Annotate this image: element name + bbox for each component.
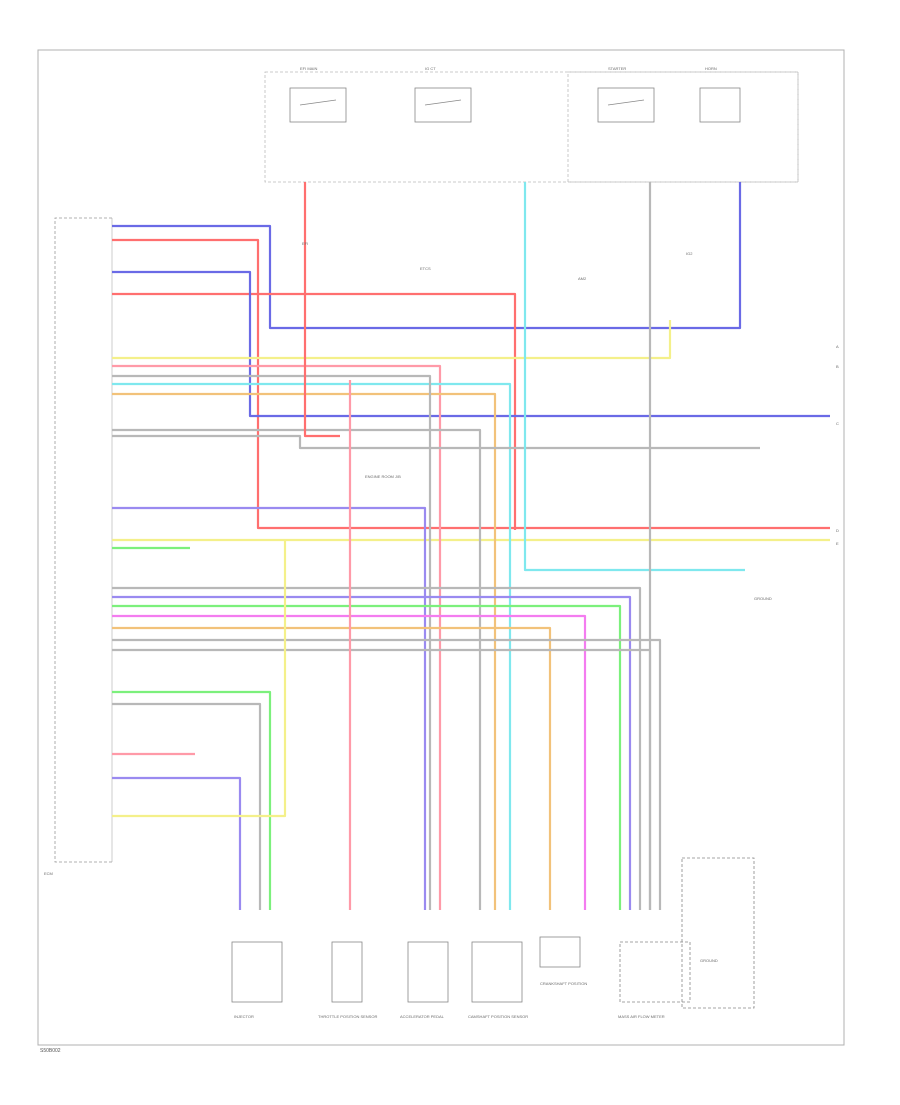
wire-violet-3: [112, 776, 242, 910]
wire-gray-7: [112, 702, 262, 910]
connector-b: B: [836, 364, 839, 369]
component-accelerator: ACCELERATOR PEDAL: [400, 941, 449, 1019]
relay-horn: HORN: [699, 66, 741, 123]
relay-efi-label: EFI MAIN: [300, 66, 317, 71]
fuse-efi-label: EFI: [302, 241, 308, 246]
ground-label: GROUND: [754, 596, 772, 601]
wire-pink-1: [112, 364, 442, 910]
relay-efi: EFI MAIN: [289, 66, 347, 123]
component-injector: INJECTOR: [231, 941, 283, 1019]
connector-e: E: [836, 541, 839, 546]
wire-green-2: [112, 604, 622, 910]
wire-yellow-1: [112, 320, 672, 360]
wire-yellow-3: [112, 540, 287, 818]
relay-horn-label: HORN: [705, 66, 717, 71]
wire-gray-2: [112, 434, 760, 450]
fuse-etcs-label: ETCS: [420, 266, 431, 271]
connector-c: C: [836, 421, 839, 426]
connector-d: D: [836, 528, 839, 533]
component-injector-label: INJECTOR: [234, 1014, 254, 1019]
component-crankshaft: CRANKSHAFT POSITION: [539, 936, 587, 986]
wire-green-3: [112, 690, 272, 910]
wire-blue-mid: [112, 270, 830, 418]
wire-gray-1: [112, 428, 482, 910]
relay-igct-label: IG CT: [425, 66, 436, 71]
ecm-title: ECM: [44, 871, 53, 876]
wire-gray-4: [112, 586, 642, 910]
component-ground-label: GROUND: [700, 958, 718, 963]
wire-magenta-1: [112, 614, 587, 910]
relay-box-right: [567, 71, 799, 183]
relay-starter-label: STARTER: [608, 66, 626, 71]
relay-box: [264, 71, 799, 183]
relay-igct: IG CT: [414, 66, 472, 123]
wire-orange-2: [112, 626, 552, 910]
wire-gray-6: [112, 648, 652, 910]
engine-ecu-label: ENGINE ROOM J/B: [365, 474, 401, 479]
wire-violet-1: [112, 506, 427, 910]
wire-gray-3: [112, 374, 432, 910]
fuse-ig2-label: IG2: [686, 251, 693, 256]
wire-gray-5: [112, 638, 662, 910]
component-maf: MASS AIR FLOW METER: [618, 941, 691, 1019]
component-accelerator-label: ACCELERATOR PEDAL: [400, 1014, 445, 1019]
footer-code: S50B002: [40, 1048, 61, 1054]
component-throttle: THROTTLE POSITION SENSOR: [318, 941, 377, 1019]
ecm-connector: ECM: [44, 217, 113, 876]
component-camshaft-label: CAMSHAFT POSITION SENSOR: [468, 1014, 528, 1019]
fuse-am2-label: AM2: [578, 276, 587, 281]
connector-a: A: [836, 344, 839, 349]
component-camshaft: CAMSHAFT POSITION SENSOR: [468, 941, 528, 1019]
wire-cyan-1: [112, 382, 512, 910]
wire-red-3: [303, 182, 340, 438]
component-ground: GROUND: [681, 857, 755, 1009]
component-maf-label: MASS AIR FLOW METER: [618, 1014, 665, 1019]
component-crankshaft-label: CRANKSHAFT POSITION: [540, 981, 587, 986]
diagram-frame: [37, 49, 845, 1046]
wire-cyan-top: [523, 182, 745, 572]
component-throttle-label: THROTTLE POSITION SENSOR: [318, 1014, 377, 1019]
wire-red-2: [112, 292, 517, 530]
relay-starter: STARTER: [597, 66, 655, 123]
wire-blue-top: [112, 182, 742, 330]
wire-orange-1: [112, 392, 497, 910]
wires: [112, 182, 830, 910]
